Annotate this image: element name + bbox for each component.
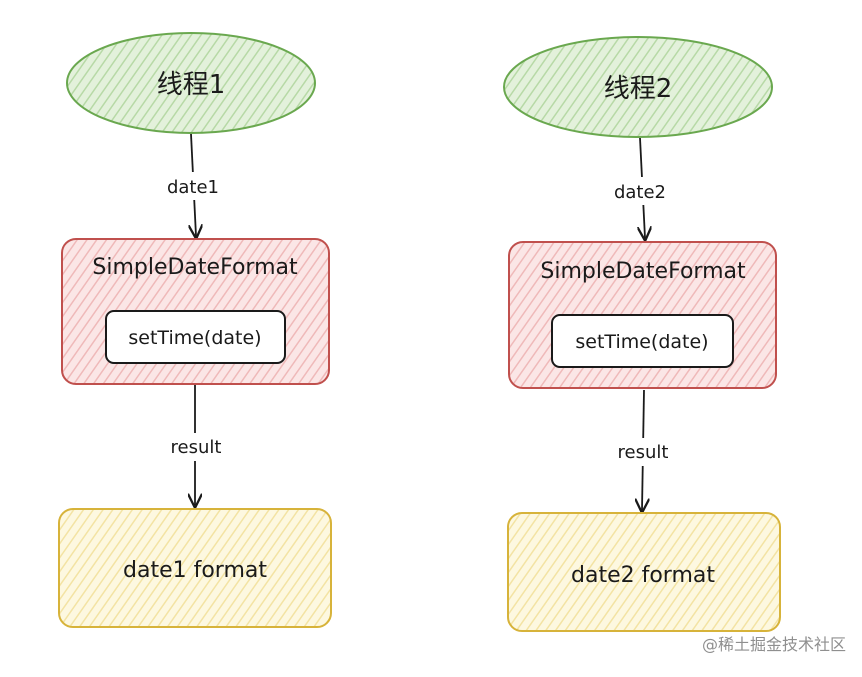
thread-1-class-box-title: SimpleDateFormat bbox=[92, 255, 298, 280]
thread-1-edge-in-label: date1 bbox=[167, 177, 219, 198]
thread-2-title: 线程2 bbox=[604, 74, 673, 104]
thread-2-class-box-title: SimpleDateFormat bbox=[540, 259, 746, 284]
thread-1-group: 线程1 date1 SimpleDateFormat setTime(date)… bbox=[58, 32, 332, 628]
thread-1-edge-out-label-bg bbox=[160, 433, 232, 461]
thread-2-method-label: setTime(date) bbox=[575, 331, 708, 353]
thread-1-edge-out-label: result bbox=[171, 437, 222, 458]
thread-1-ellipse bbox=[66, 32, 316, 134]
thread-1-title: 线程1 bbox=[157, 70, 226, 100]
thread-2-edge-out-label-bg bbox=[607, 438, 679, 466]
thread-1-edge-in-label-bg bbox=[158, 172, 228, 200]
thread-2-group: 线程2 date2 SimpleDateFormat setTime(date)… bbox=[503, 36, 781, 632]
thread-2-edge-in-label-bg bbox=[604, 177, 676, 205]
thread-2-ellipse bbox=[503, 36, 773, 138]
thread-1-method-label: setTime(date) bbox=[128, 327, 261, 349]
watermark: @稀土掘金技术社区 bbox=[701, 635, 846, 654]
thread-2-method-box bbox=[551, 314, 734, 368]
thread-2-output-label: date2 format bbox=[571, 563, 715, 588]
thread-2-edge-in-label: date2 bbox=[614, 182, 666, 203]
thread-1-output-label: date1 format bbox=[123, 558, 267, 583]
thread-1-output-box bbox=[58, 508, 332, 628]
thread-2-output-box bbox=[507, 512, 781, 632]
thread-2-edge-out-label: result bbox=[618, 442, 669, 463]
thread-1-method-box bbox=[105, 310, 286, 364]
